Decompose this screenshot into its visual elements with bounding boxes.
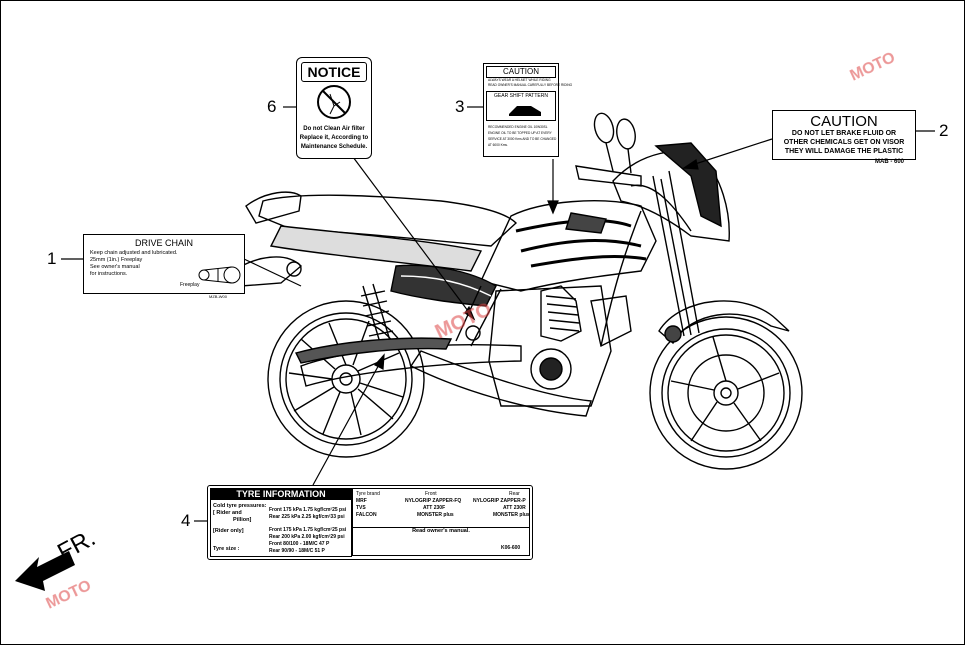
visor-caution-line-3: THEY WILL DAMAGE THE PLASTIC (784, 148, 904, 155)
brand-header: Tyre brand (356, 491, 380, 497)
notice-label: NOTICE Do not Clean Air filter Replace i… (296, 57, 372, 159)
tyre-brand-panel: Tyre brand Front Rear MRF NYLOGRIP ZAPPE… (352, 488, 530, 528)
gear-shift-title: GEAR SHIFT PATTERN (494, 93, 548, 99)
front-header: Front (425, 491, 437, 497)
oil-line-3: SERVICE AT 3000 Kms AND TO BE CHANGED (488, 137, 557, 141)
visor-caution-line-1: DO NOT LET BRAKE FLUID OR (791, 130, 897, 137)
drive-chain-line-3: See owner's manual (90, 264, 140, 270)
drive-chain-line-1: Keep chain adjusted and lubricated. (90, 250, 178, 256)
oil-line-1: RECOMMENDED ENGINE OIL 10W30SL (488, 125, 548, 129)
notice-line-3: Maintenance Schedule. (300, 144, 368, 150)
rear-wheel (267, 300, 425, 458)
svg-text:MOTO: MOTO (848, 49, 898, 85)
tyre-information-label: TYRE INFORMATION Cold tyre pressures: [ … (207, 485, 533, 560)
rider-pillion-rear: Rear 225 kPa 2.25 kgf/cm²33 psi (269, 514, 345, 520)
brand-row-1-front: NYLOGRIP ZAPPER-FQ (405, 498, 462, 504)
rider-only-rear: Rear 200 kPa 2.00 kgf/cm²29 psi (269, 534, 345, 540)
front-wheel (649, 316, 803, 470)
no-clean-air-filter-icon (317, 85, 351, 119)
callout-6: 6 (267, 97, 277, 116)
front-direction-arrow (15, 551, 75, 591)
callout-4: 4 (181, 511, 191, 530)
rider-pillion-label-2: Pillion] (233, 517, 252, 523)
tyre-size-label: Tyre size : (213, 546, 240, 552)
read-manual-panel: Read owner's manual. K06-600 (352, 526, 530, 556)
rider-pillion-front: Front 175 kPa 1.75 kgf/cm²25 psi (269, 507, 347, 513)
notice-line-1: Do not Clean Air filter (303, 126, 365, 132)
brand-row-2-brand: TVS (356, 505, 366, 511)
read-manual-text: Read owner's manual. (412, 528, 470, 534)
brand-row-2-front: ATT 230F (423, 505, 446, 511)
oil-line-4: AT 6000 Kms. (488, 143, 508, 147)
gear-caution-line-1: ALWAYS WEAR A HELMET WHILE RIDING (488, 78, 551, 82)
visor-caution-line-2: OTHER CHEMICALS GET ON VISOR (783, 139, 905, 146)
drive-chain-line-4: for instructions. (90, 271, 128, 277)
gear-caution-title: CAUTION (486, 66, 556, 78)
freeplay-label: Freeplay (180, 282, 200, 288)
brand-row-3-rear: MONSTER plus (493, 512, 530, 518)
brand-row-3-front: MONSTER plus (417, 512, 454, 518)
oil-line-2: ENGINE OIL TO BE TOPPED UP AT EVERY (488, 131, 552, 135)
callout-1: 1 (47, 249, 57, 268)
brand-row-1-rear: NYLOGRIP ZAPPER-P (473, 498, 526, 504)
visor-caution-label: CAUTION DO NOT LET BRAKE FLUID OR OTHER … (772, 110, 916, 160)
gear-caution-line-2: READ OWNER'S MANUAL CAREFULLY BEFORE RID… (488, 83, 573, 87)
rider-only-label: [Rider only] (213, 528, 244, 534)
notice-title: NOTICE (301, 62, 367, 82)
svg-text:MOTO: MOTO (44, 577, 94, 613)
notice-line-2: Replace it, According to (299, 135, 369, 141)
tyre-info-title: TYRE INFORMATION (211, 489, 351, 500)
callout-2: 2 (939, 121, 949, 140)
visor-caution-title: CAUTION (810, 113, 878, 130)
drive-chain-title: DRIVE CHAIN (134, 238, 193, 248)
gear-caution-label: CAUTION ALWAYS WEAR A HELMET WHILE RIDIN… (483, 63, 572, 157)
brand-row-1-brand: MRF (356, 498, 367, 504)
gear-shift-boot-icon (509, 106, 541, 116)
drive-chain-label: DRIVE CHAIN Keep chain adjusted and lubr… (83, 234, 245, 294)
chain-sprocket-icon (198, 266, 241, 284)
rear-header: Rear (509, 491, 520, 497)
tyre-pressure-panel: TYRE INFORMATION Cold tyre pressures: [ … (210, 488, 352, 557)
drive-chain-code: MZB-W00 (209, 294, 227, 299)
brand-row-2-rear: ATT 230R (503, 505, 526, 511)
tyre-size-front: Front 80/100 - 18M/C 47 P (269, 541, 330, 547)
tyre-code: K06-600 (501, 545, 521, 551)
visor-caution-code: MAB - 600 (875, 159, 905, 165)
brand-row-3-brand: FALCON (356, 512, 377, 518)
tyre-size-rear: Rear 90/90 - 18M/C 51 P (269, 548, 325, 554)
rider-only-front: Front 175 kPa 1.75 kgf/cm²25 psi (269, 527, 347, 533)
cold-pressure-label: Cold tyre pressures: (213, 503, 267, 509)
drive-chain-line-2: 25mm (1in.) Freeplay (90, 257, 143, 263)
callout-3: 3 (455, 97, 465, 116)
rider-pillion-label-1: [ Rider and (213, 510, 242, 516)
gear-shift-pattern-panel: GEAR SHIFT PATTERN (486, 91, 556, 121)
